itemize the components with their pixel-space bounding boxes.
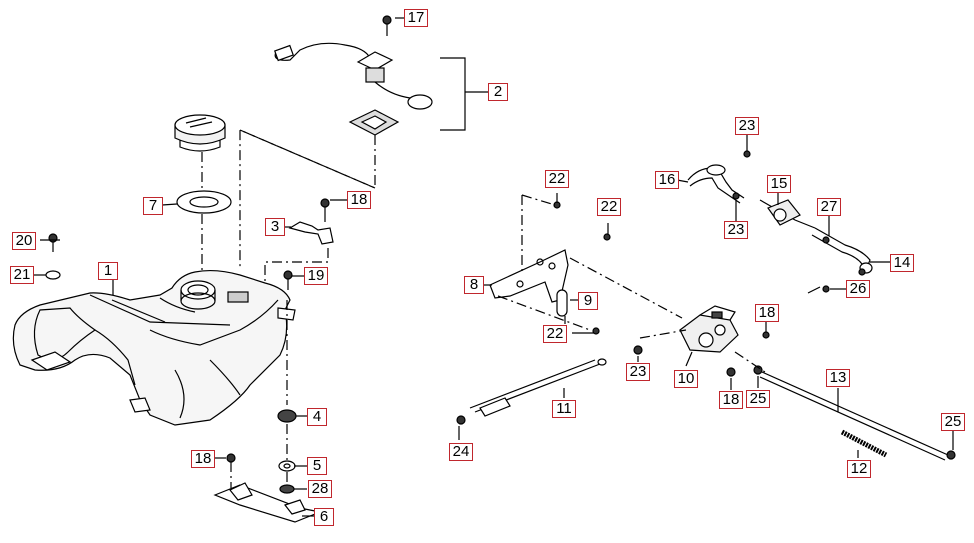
callout-25-end: 25 bbox=[941, 413, 965, 431]
callout-16: 16 bbox=[655, 171, 679, 189]
callout-14: 14 bbox=[890, 254, 914, 272]
callout-18-mount: 18 bbox=[191, 450, 215, 468]
callout-22-bottom: 22 bbox=[543, 325, 567, 343]
pump-bracket bbox=[489, 249, 569, 317]
fuel-sender bbox=[274, 42, 488, 136]
fuel-cap bbox=[174, 114, 232, 214]
guide-lines-left bbox=[201, 129, 376, 488]
callout-22-right: 22 bbox=[597, 198, 621, 216]
fuel-pump bbox=[679, 305, 739, 353]
callout-17: 17 bbox=[404, 9, 428, 27]
callout-19: 19 bbox=[304, 267, 328, 285]
callout-23-pump: 23 bbox=[626, 363, 650, 381]
callout-8: 8 bbox=[464, 276, 484, 294]
clamps bbox=[456, 150, 956, 460]
callout-15: 15 bbox=[767, 175, 791, 193]
callout-27: 27 bbox=[817, 198, 841, 216]
guide-lines-right bbox=[497, 194, 766, 373]
callout-24: 24 bbox=[449, 443, 473, 461]
callout-6: 6 bbox=[314, 508, 334, 526]
callout-25-pump: 25 bbox=[746, 390, 770, 408]
callout-20: 20 bbox=[12, 232, 36, 250]
callout-9: 9 bbox=[578, 292, 598, 310]
callout-1: 1 bbox=[98, 262, 118, 280]
fuel-tank bbox=[12, 269, 296, 426]
callout-21: 21 bbox=[10, 266, 34, 284]
callout-3: 3 bbox=[265, 218, 285, 236]
callout-4: 4 bbox=[307, 408, 327, 426]
callout-18-sender: 18 bbox=[347, 191, 371, 209]
hoses bbox=[469, 164, 949, 461]
tank-hardware bbox=[45, 15, 392, 523]
callout-28: 28 bbox=[308, 480, 332, 498]
callout-22-top: 22 bbox=[545, 170, 569, 188]
callout-23-middle: 23 bbox=[724, 221, 748, 239]
callout-11: 11 bbox=[552, 400, 576, 418]
callout-23-top: 23 bbox=[735, 117, 759, 135]
callout-26: 26 bbox=[846, 280, 870, 298]
callout-18-pump-top: 18 bbox=[755, 304, 779, 322]
callout-7: 7 bbox=[143, 197, 163, 215]
callout-10: 10 bbox=[674, 370, 698, 388]
callout-12: 12 bbox=[847, 460, 871, 478]
callout-13: 13 bbox=[826, 369, 850, 387]
callout-2: 2 bbox=[488, 83, 508, 101]
callout-5: 5 bbox=[307, 457, 327, 475]
callout-18-pump-bottom: 18 bbox=[719, 391, 743, 409]
